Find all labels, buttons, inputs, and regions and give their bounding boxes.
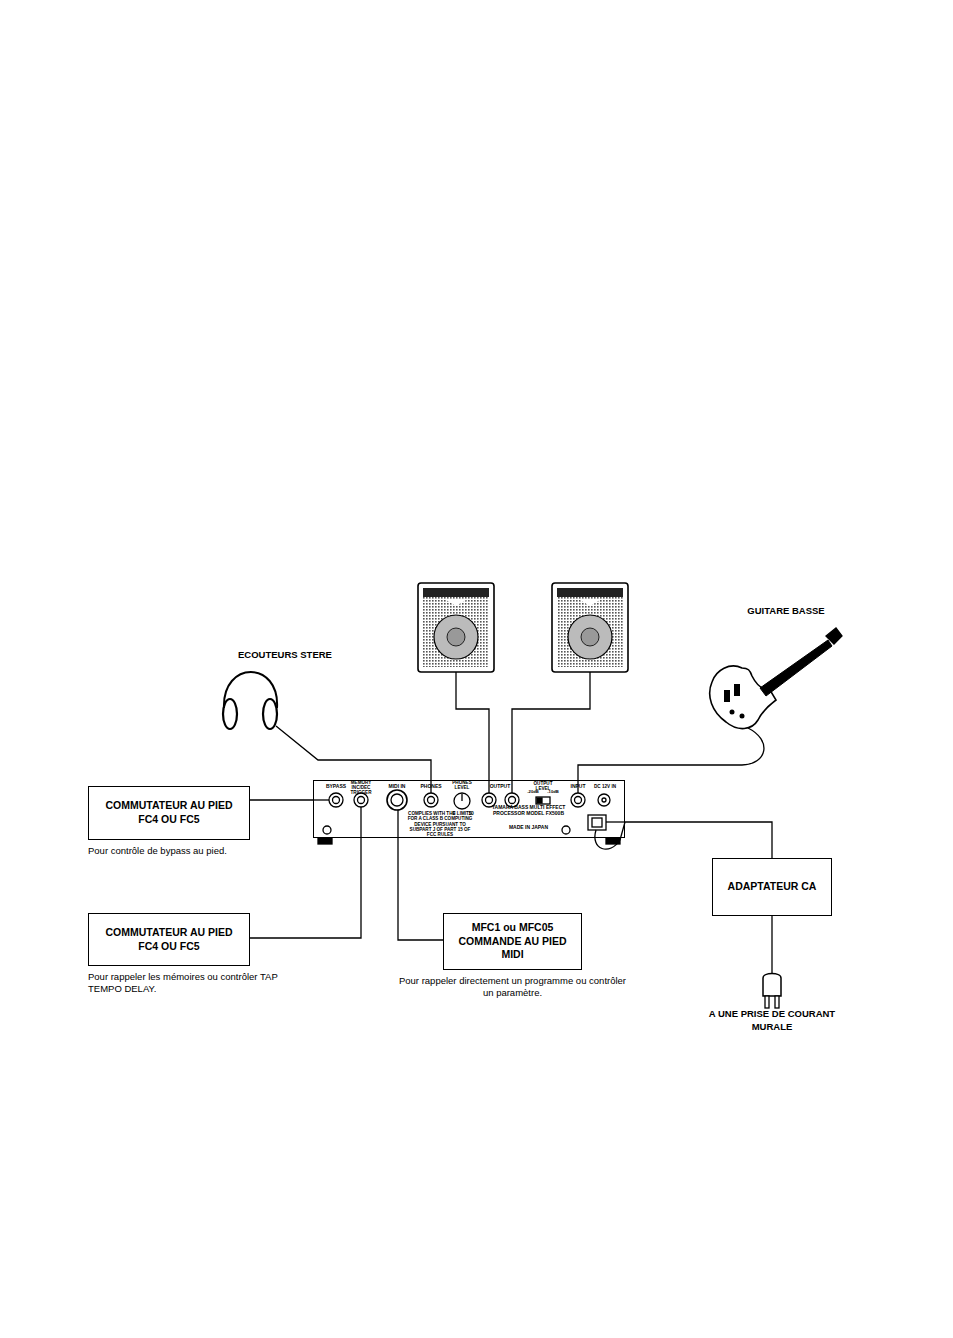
instrument-cable	[578, 728, 764, 793]
footswitch-box: COMMUTATEUR AU PIED FC4 OU FC5Pour rappe…	[88, 913, 250, 966]
jack-label: DC 12V IN	[591, 784, 619, 789]
box-label: COMMUTATEUR AU PIED FC4 OU FC5	[88, 786, 250, 840]
headphones	[223, 672, 277, 729]
box-caption: Pour rappeler directement un programme o…	[393, 975, 633, 1000]
cable	[250, 799, 313, 800]
box-label: ADAPTATEUR CA	[712, 858, 832, 916]
jack-label: PHONES	[419, 784, 443, 790]
speaker-cable	[456, 672, 489, 793]
amplifier	[418, 583, 494, 672]
scale-mark: 10	[466, 811, 476, 817]
wall-plug	[763, 974, 781, 1009]
plug-stub	[313, 799, 329, 800]
plug-stub	[397, 810, 398, 838]
switch-position: -20dB	[524, 790, 542, 795]
jack-label: MEMORY INC/DEC TRIGGER	[347, 780, 375, 795]
box-label: MFC1 ou MFC05 COMMANDE AU PIED MIDI	[443, 913, 582, 970]
adapter-box: ADAPTATEUR CA	[712, 858, 832, 916]
jack-label: BYPASS	[322, 784, 350, 790]
scale-mark: 0	[450, 811, 458, 817]
jack-label: PHONES LEVEL	[449, 780, 475, 790]
origin-note: MADE IN JAPAN	[481, 825, 576, 831]
device-label: ECOUTEURS STERE	[238, 649, 358, 662]
box-caption: Pour contrôle de bypass au pied.	[88, 845, 288, 857]
bass-guitar	[710, 628, 842, 729]
midi-controller-box: MFC1 ou MFC05 COMMANDE AU PIED MIDIPour …	[443, 913, 582, 970]
model-name: YAMAHA BASS MULTI EFFECT PROCESSOR MODEL…	[481, 805, 576, 817]
jack-label: MIDI IN	[383, 784, 411, 790]
cable	[625, 822, 772, 858]
cable	[250, 838, 361, 938]
box-label: COMMUTATEUR AU PIED FC4 OU FC5	[88, 913, 250, 966]
jack-label: INPUT	[566, 784, 590, 790]
plug-stub	[360, 807, 361, 838]
cable	[398, 838, 443, 940]
power-cable-loop	[595, 822, 625, 849]
fcc-note: COMPLIES WITH THE LIMITS FOR A CLASS B C…	[405, 811, 475, 837]
amplifier	[552, 583, 628, 672]
box-caption: Pour rappeler les mémoires ou contrôler …	[88, 971, 288, 996]
jack-label: OUTPUT	[485, 784, 515, 790]
power-cable	[771, 916, 772, 976]
switch-position: -10dB	[544, 790, 562, 795]
panel-jacks	[318, 790, 620, 844]
plug-stub	[606, 821, 625, 822]
device-label: GUITARE BASSE	[726, 605, 846, 618]
outlet-label: A UNE PRISE DE COURANT MURALE	[707, 1008, 837, 1034]
footswitch-box: COMMUTATEUR AU PIED FC4 OU FC5Pour contr…	[88, 786, 250, 840]
